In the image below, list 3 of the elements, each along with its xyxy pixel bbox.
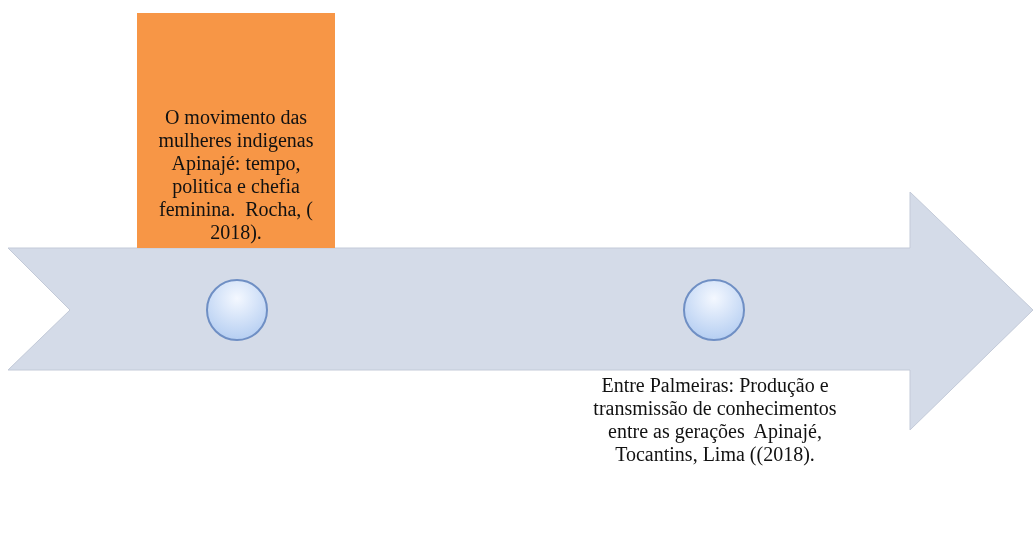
box-text: O movimento das mulheres indigenas Apinajé: tempo, politica e chefia feminina. Rocha, ( 2018). bbox=[157, 106, 315, 244]
text-box bbox=[137, 13, 335, 248]
timeline-entry-text: Entre Palmeiras: Produção e transmissão de conhecimentos entre as gerações Apinajé, Tocantins, Lima ((2018). bbox=[592, 374, 838, 466]
